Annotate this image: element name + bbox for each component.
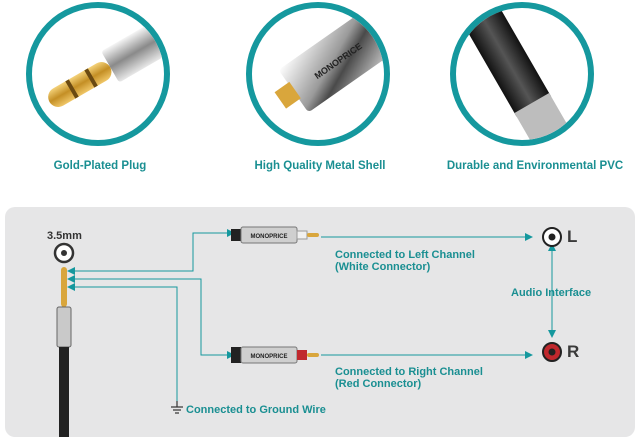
feature-label: Gold-Plated Plug (53, 160, 147, 172)
left-channel-label: Connected to Left Channel (335, 249, 475, 261)
feature-label: Durable and Environmental PVC (446, 160, 624, 172)
ground-label: Connected to Ground Wire (186, 404, 326, 416)
right-channel-label: Connected to Right Channel (335, 366, 483, 378)
ground-icon (171, 401, 183, 414)
feature-pvc-cable: Durable and Environmental PVC (420, 0, 640, 190)
wiring-diagram-panel: MONOPRICE MONOPRICE 3.5mm Connected to L… (5, 207, 635, 437)
left-letter: L (567, 227, 578, 246)
feature-label: High Quality Metal Shell (254, 160, 386, 172)
feature-gold-plug: Gold-Plated Plug (0, 0, 200, 190)
wiring-diagram: MONOPRICE MONOPRICE (53, 226, 562, 437)
right-channel-sublabel: (Red Connector) (335, 378, 422, 390)
brand-text: MONOPRICE (250, 354, 287, 360)
metal-shell-closeup-icon: MONOPRICE (246, 2, 390, 146)
cable-icon (59, 347, 69, 437)
brand-text: MONOPRICE (250, 234, 287, 240)
left-channel-sublabel: (White Connector) (335, 261, 431, 273)
jack-label: 3.5mm (47, 230, 82, 242)
gold-plug-icon (61, 267, 67, 307)
right-letter: R (567, 342, 580, 361)
feature-metal-shell: MONOPRICE High Quality Metal Shell (220, 0, 420, 190)
white-rca-connector-icon: MONOPRICE (231, 226, 319, 244)
plug-shell-icon (56, 306, 72, 348)
audio-interface-label: Audio Interface (511, 287, 592, 299)
pvc-cable-closeup-icon (450, 2, 594, 146)
red-rca-connector-icon: MONOPRICE (231, 346, 319, 364)
gold-plug-closeup-icon (26, 2, 170, 146)
